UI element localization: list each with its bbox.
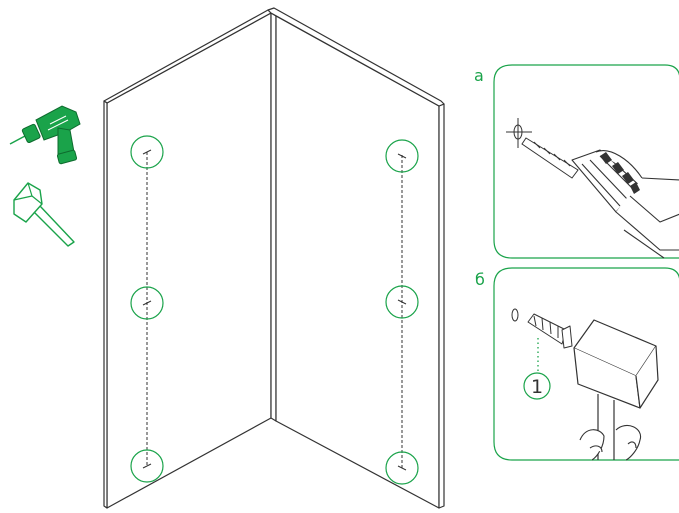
detail-b: б 1 bbox=[475, 267, 679, 461]
detail-b-label: б bbox=[475, 270, 485, 289]
corner-panels bbox=[103, 7, 445, 509]
hole-crosses bbox=[142, 149, 407, 471]
hammer-icon bbox=[13, 182, 75, 247]
detail-a-label: а bbox=[474, 66, 484, 85]
callout-marker bbox=[523, 372, 551, 400]
detail-a: а bbox=[474, 64, 679, 259]
callout-number: 1 bbox=[531, 376, 543, 398]
power-drill-icon bbox=[9, 105, 81, 165]
hole-markers bbox=[130, 135, 419, 485]
